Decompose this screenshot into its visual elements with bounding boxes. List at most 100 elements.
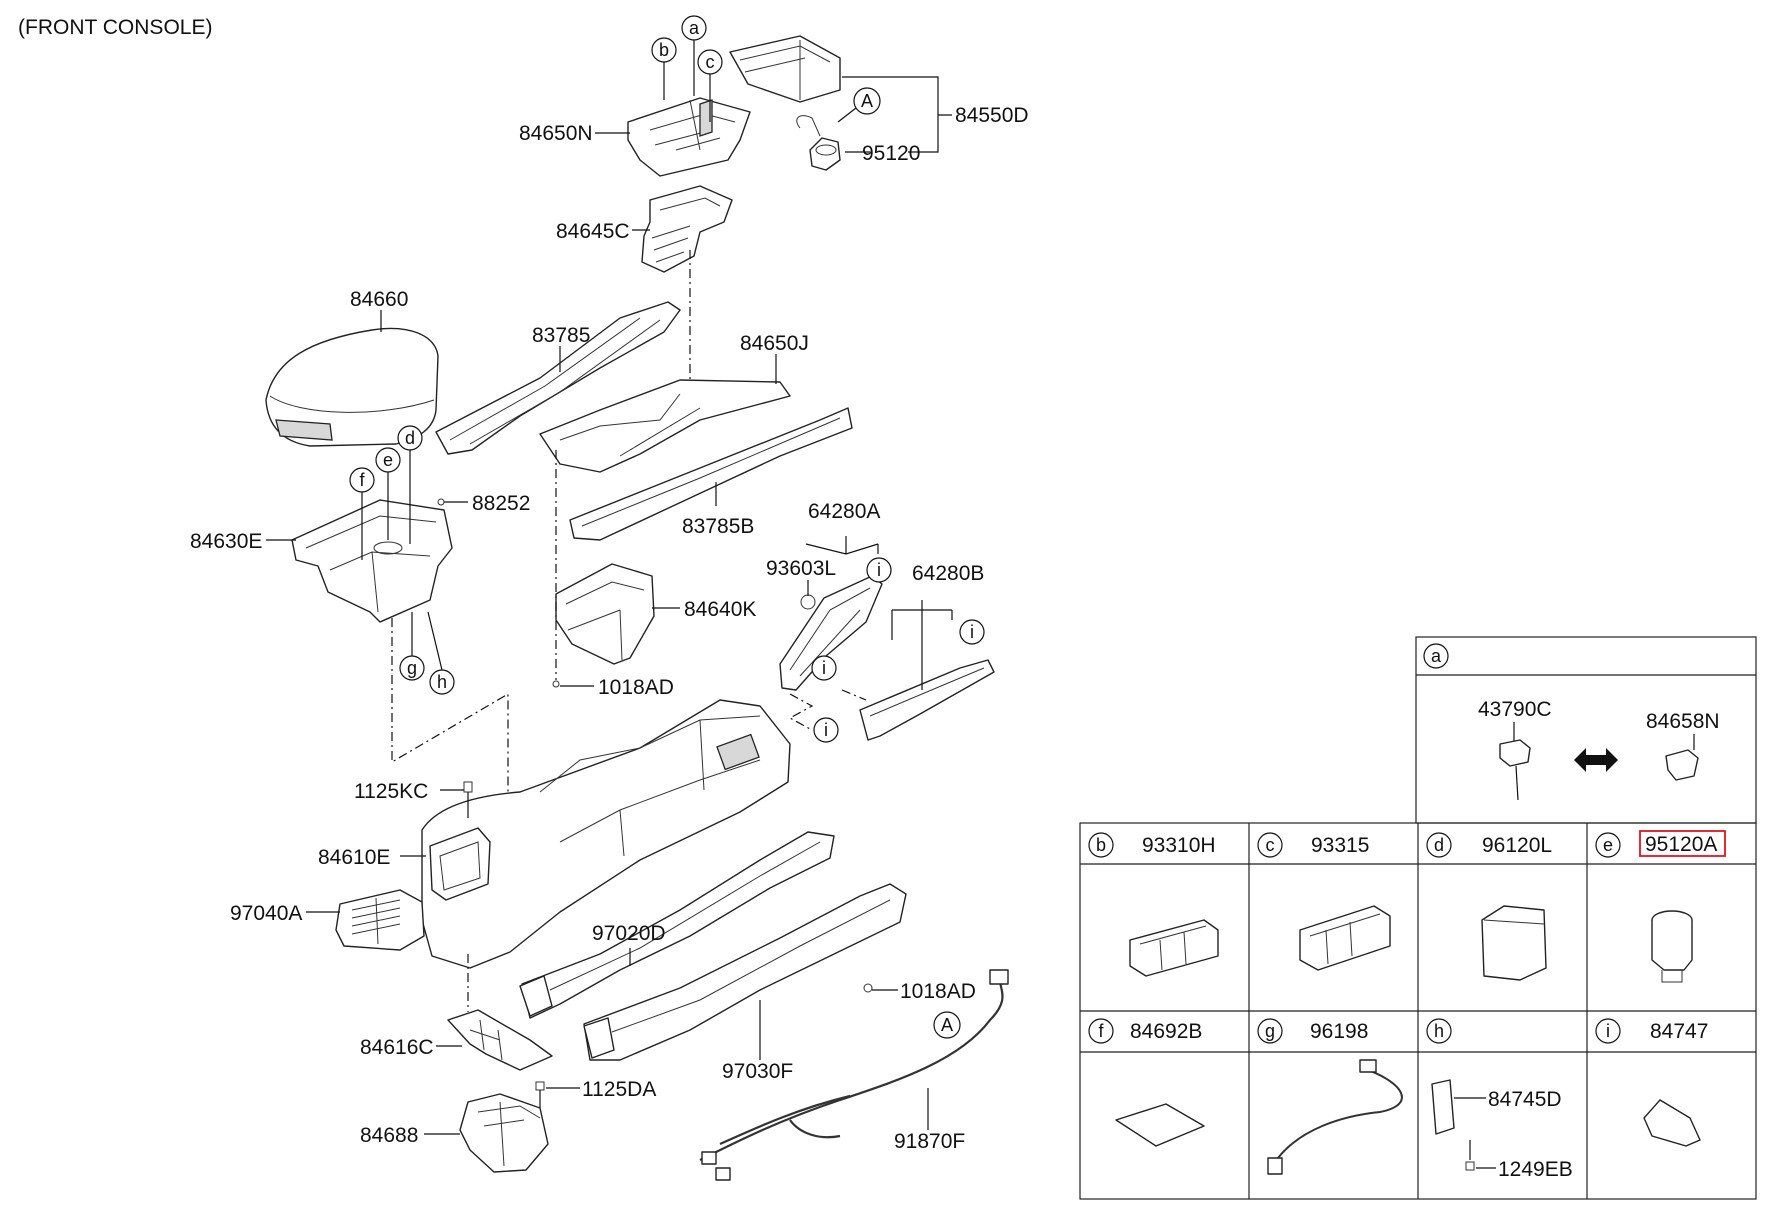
label-84688: 84688 — [360, 1124, 418, 1147]
label-97030F: 97030F — [722, 1060, 793, 1083]
label-95120: 95120 — [862, 142, 920, 165]
svg-text:1249EB: 1249EB — [1498, 1158, 1573, 1181]
svg-text:A: A — [941, 1015, 953, 1035]
part-83785-trim[interactable] — [435, 301, 681, 455]
svg-text:96198: 96198 — [1310, 1020, 1368, 1043]
label-88252: 88252 — [472, 492, 530, 515]
bolt-1018AD-lower — [863, 983, 898, 993]
svg-text:c: c — [706, 52, 715, 72]
svg-text:93310H: 93310H — [1142, 834, 1216, 857]
svg-text:b: b — [659, 40, 669, 60]
svg-text:h: h — [1434, 1021, 1444, 1041]
screw-88252 — [437, 498, 468, 506]
part-84650J-console-cover[interactable] — [539, 379, 791, 473]
callout-d: d — [397, 425, 423, 544]
part-84610E-console-body[interactable] — [421, 699, 791, 969]
double-arrow-icon — [1574, 748, 1618, 772]
svg-text:a: a — [1431, 646, 1442, 666]
callout-h: h — [427, 611, 455, 695]
callout-i-4: i — [813, 717, 839, 743]
svg-text:d: d — [1434, 835, 1444, 855]
label-84640K: 84640K — [684, 598, 756, 621]
legend-cell-d: d 96120L — [1426, 832, 1552, 981]
svg-text:g: g — [1265, 1021, 1275, 1041]
part-84650N-shift-bezel[interactable] — [627, 97, 751, 177]
callout-b: b — [651, 37, 677, 100]
part-84640K-tray[interactable] — [555, 563, 655, 665]
bolt-1125KC — [440, 781, 473, 818]
label-84650J: 84650J — [740, 332, 809, 355]
part-84688-mount[interactable] — [459, 1093, 549, 1173]
part-83785B-trim-strip[interactable] — [569, 407, 853, 541]
bolt-1125DA — [535, 1081, 580, 1112]
svg-text:f: f — [359, 470, 365, 490]
svg-text:A: A — [861, 91, 873, 111]
highlight-box-95120A — [1639, 830, 1726, 857]
part-84630E-storage-bin[interactable] — [291, 499, 453, 623]
part-84645C-shift-bracket[interactable] — [641, 185, 733, 273]
svg-text:84747: 84747 — [1650, 1020, 1708, 1043]
label-91870F: 91870F — [894, 1130, 965, 1153]
label-83785B: 83785B — [682, 515, 754, 538]
label-1125DA: 1125DA — [582, 1078, 656, 1101]
svg-text:84745D: 84745D — [1488, 1088, 1562, 1111]
label-83785: 83785 — [532, 324, 590, 347]
clip-93603L — [800, 580, 816, 610]
part-84660-armrest[interactable] — [265, 327, 439, 447]
label-84650N: 84650N — [519, 122, 593, 145]
svg-text:i: i — [824, 720, 828, 740]
label-84660: 84660 — [350, 288, 408, 311]
callout-i-3: i — [811, 655, 837, 681]
svg-text:95120A: 95120A — [1645, 833, 1717, 856]
label-84630E: 84630E — [190, 530, 262, 553]
part-97040A-rear-vent[interactable] — [335, 889, 425, 951]
label-64280B: 64280B — [912, 562, 984, 585]
callout-i-2: i — [959, 619, 985, 645]
label-64280A: 64280A — [808, 500, 880, 523]
legend-cell-g: g 96198 — [1257, 1018, 1403, 1175]
legend-cell-b: b 93310H — [1088, 832, 1219, 977]
callout-A-lower: A — [933, 1011, 961, 1039]
diagram-title: (FRONT CONSOLE) — [18, 16, 212, 39]
label-1018AD-lower: 1018AD — [900, 980, 976, 1003]
part-84616C-bracket[interactable] — [447, 1009, 553, 1071]
svg-text:i: i — [1606, 1021, 1610, 1041]
label-84610E: 84610E — [318, 846, 390, 869]
svg-text:g: g — [407, 658, 417, 678]
bolt-1018AD-upper — [552, 680, 594, 688]
part-97020D-duct[interactable] — [519, 831, 835, 1019]
callout-a: a — [681, 15, 707, 96]
label-97040A: 97040A — [230, 902, 302, 925]
callout-c: c — [697, 49, 723, 122]
callout-f: f — [349, 467, 375, 560]
part-64280A-side-panel[interactable] — [779, 575, 883, 691]
svg-text:f: f — [1098, 1021, 1104, 1041]
svg-text:d: d — [405, 428, 415, 448]
label-84645C: 84645C — [556, 220, 630, 243]
legend-cell-i: i 84747 — [1595, 1018, 1708, 1147]
part-84550D-module[interactable] — [729, 35, 841, 103]
label-84616C: 84616C — [360, 1036, 434, 1059]
legend-cell-h: h 84745D 1249EB — [1426, 1018, 1573, 1181]
legend-cell-c: c 93315 — [1257, 832, 1391, 971]
callout-i-1: i — [866, 557, 892, 583]
label-97020D: 97020D — [592, 922, 666, 945]
legend-cell-a: a 43790C 84658N — [1423, 643, 1720, 801]
callout-g: g — [399, 612, 425, 681]
svg-text:b: b — [1096, 835, 1106, 855]
legend-a-part-left: 43790C — [1478, 698, 1552, 721]
part-95120-socket[interactable] — [796, 115, 841, 171]
label-1018AD-upper: 1018AD — [598, 676, 674, 699]
legend-cell-e: e 95120A — [1595, 830, 1726, 983]
legend-a-part-right: 84658N — [1646, 710, 1720, 733]
part-97030F-duct[interactable] — [583, 883, 907, 1061]
svg-text:h: h — [437, 672, 447, 692]
svg-text:i: i — [970, 622, 974, 642]
svg-text:i: i — [822, 658, 826, 678]
part-64280B-side-panel[interactable] — [859, 659, 995, 741]
callout-e: e — [375, 447, 401, 540]
legend-cell-f: f 84692B — [1088, 1018, 1205, 1147]
part-91870F-wiring-harness[interactable] — [699, 969, 1009, 1181]
callout-A-upper: A — [837, 87, 881, 123]
